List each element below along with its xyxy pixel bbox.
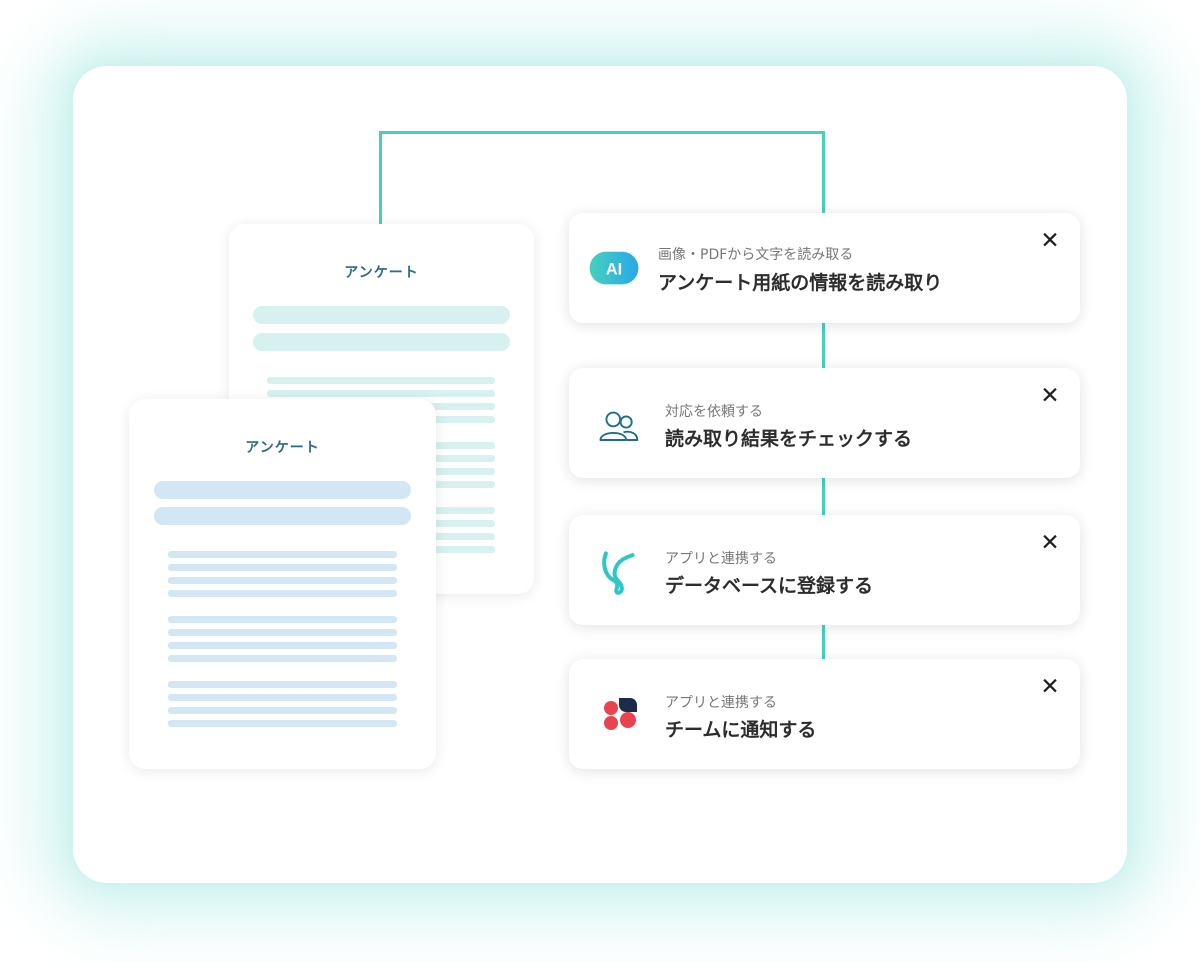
flow-step-notify[interactable]: アプリと連携する チームに通知する ✕ [569,659,1080,769]
close-icon[interactable]: ✕ [1040,383,1060,409]
survey-document-front: アンケート [129,399,436,769]
document-text-line [168,590,397,597]
document-text-line [168,629,397,636]
database-app-icon [602,551,635,595]
document-text-line [168,564,397,571]
document-text-line [168,720,397,727]
document-field [154,507,411,525]
close-icon[interactable]: ✕ [1040,674,1060,700]
step-title: 読み取り結果をチェックする [665,428,913,450]
document-text-line [168,681,397,688]
document-field [253,306,510,324]
document-title: アンケート [245,440,320,456]
document-text-line [168,642,397,649]
chat-app-icon [604,698,637,730]
flow-connector [822,622,825,662]
step-subtitle: 画像・PDFから文字を読み取る [658,247,854,263]
flow-connector [822,320,825,372]
flow-connector [822,131,825,219]
step-subtitle: アプリと連携する [665,695,777,711]
users-icon [599,411,639,441]
document-text-line [267,390,495,397]
step-title: データベースに登録する [665,575,874,597]
document-text-line [267,377,495,384]
flow-connector [822,475,825,519]
flow-step-ai-ocr[interactable]: AI 画像・PDFから文字を読み取る アンケート用紙の情報を読み取り ✕ [569,213,1080,323]
flow-connector [379,131,382,231]
ai-badge-label: AI [606,260,622,278]
step-subtitle: アプリと連携する [665,551,777,567]
document-field [154,481,411,499]
close-icon[interactable]: ✕ [1040,530,1060,556]
close-icon[interactable]: ✕ [1040,228,1060,254]
document-text-line [168,655,397,662]
document-text-line [168,577,397,584]
step-title: アンケート用紙の情報を読み取り [658,272,943,294]
document-text-line [168,616,397,623]
document-text-line [168,694,397,701]
document-title: アンケート [344,265,419,281]
document-field [253,333,510,351]
flow-connector [379,131,825,134]
flow-step-review[interactable]: 対応を依頼する 読み取り結果をチェックする ✕ [569,368,1080,478]
step-title: チームに通知する [665,719,817,741]
document-text-line [168,707,397,714]
document-text-line [168,551,397,558]
flow-step-database[interactable]: アプリと連携する データベースに登録する ✕ [569,515,1080,625]
ai-badge-icon: AI [589,251,639,285]
step-subtitle: 対応を依頼する [665,404,763,420]
